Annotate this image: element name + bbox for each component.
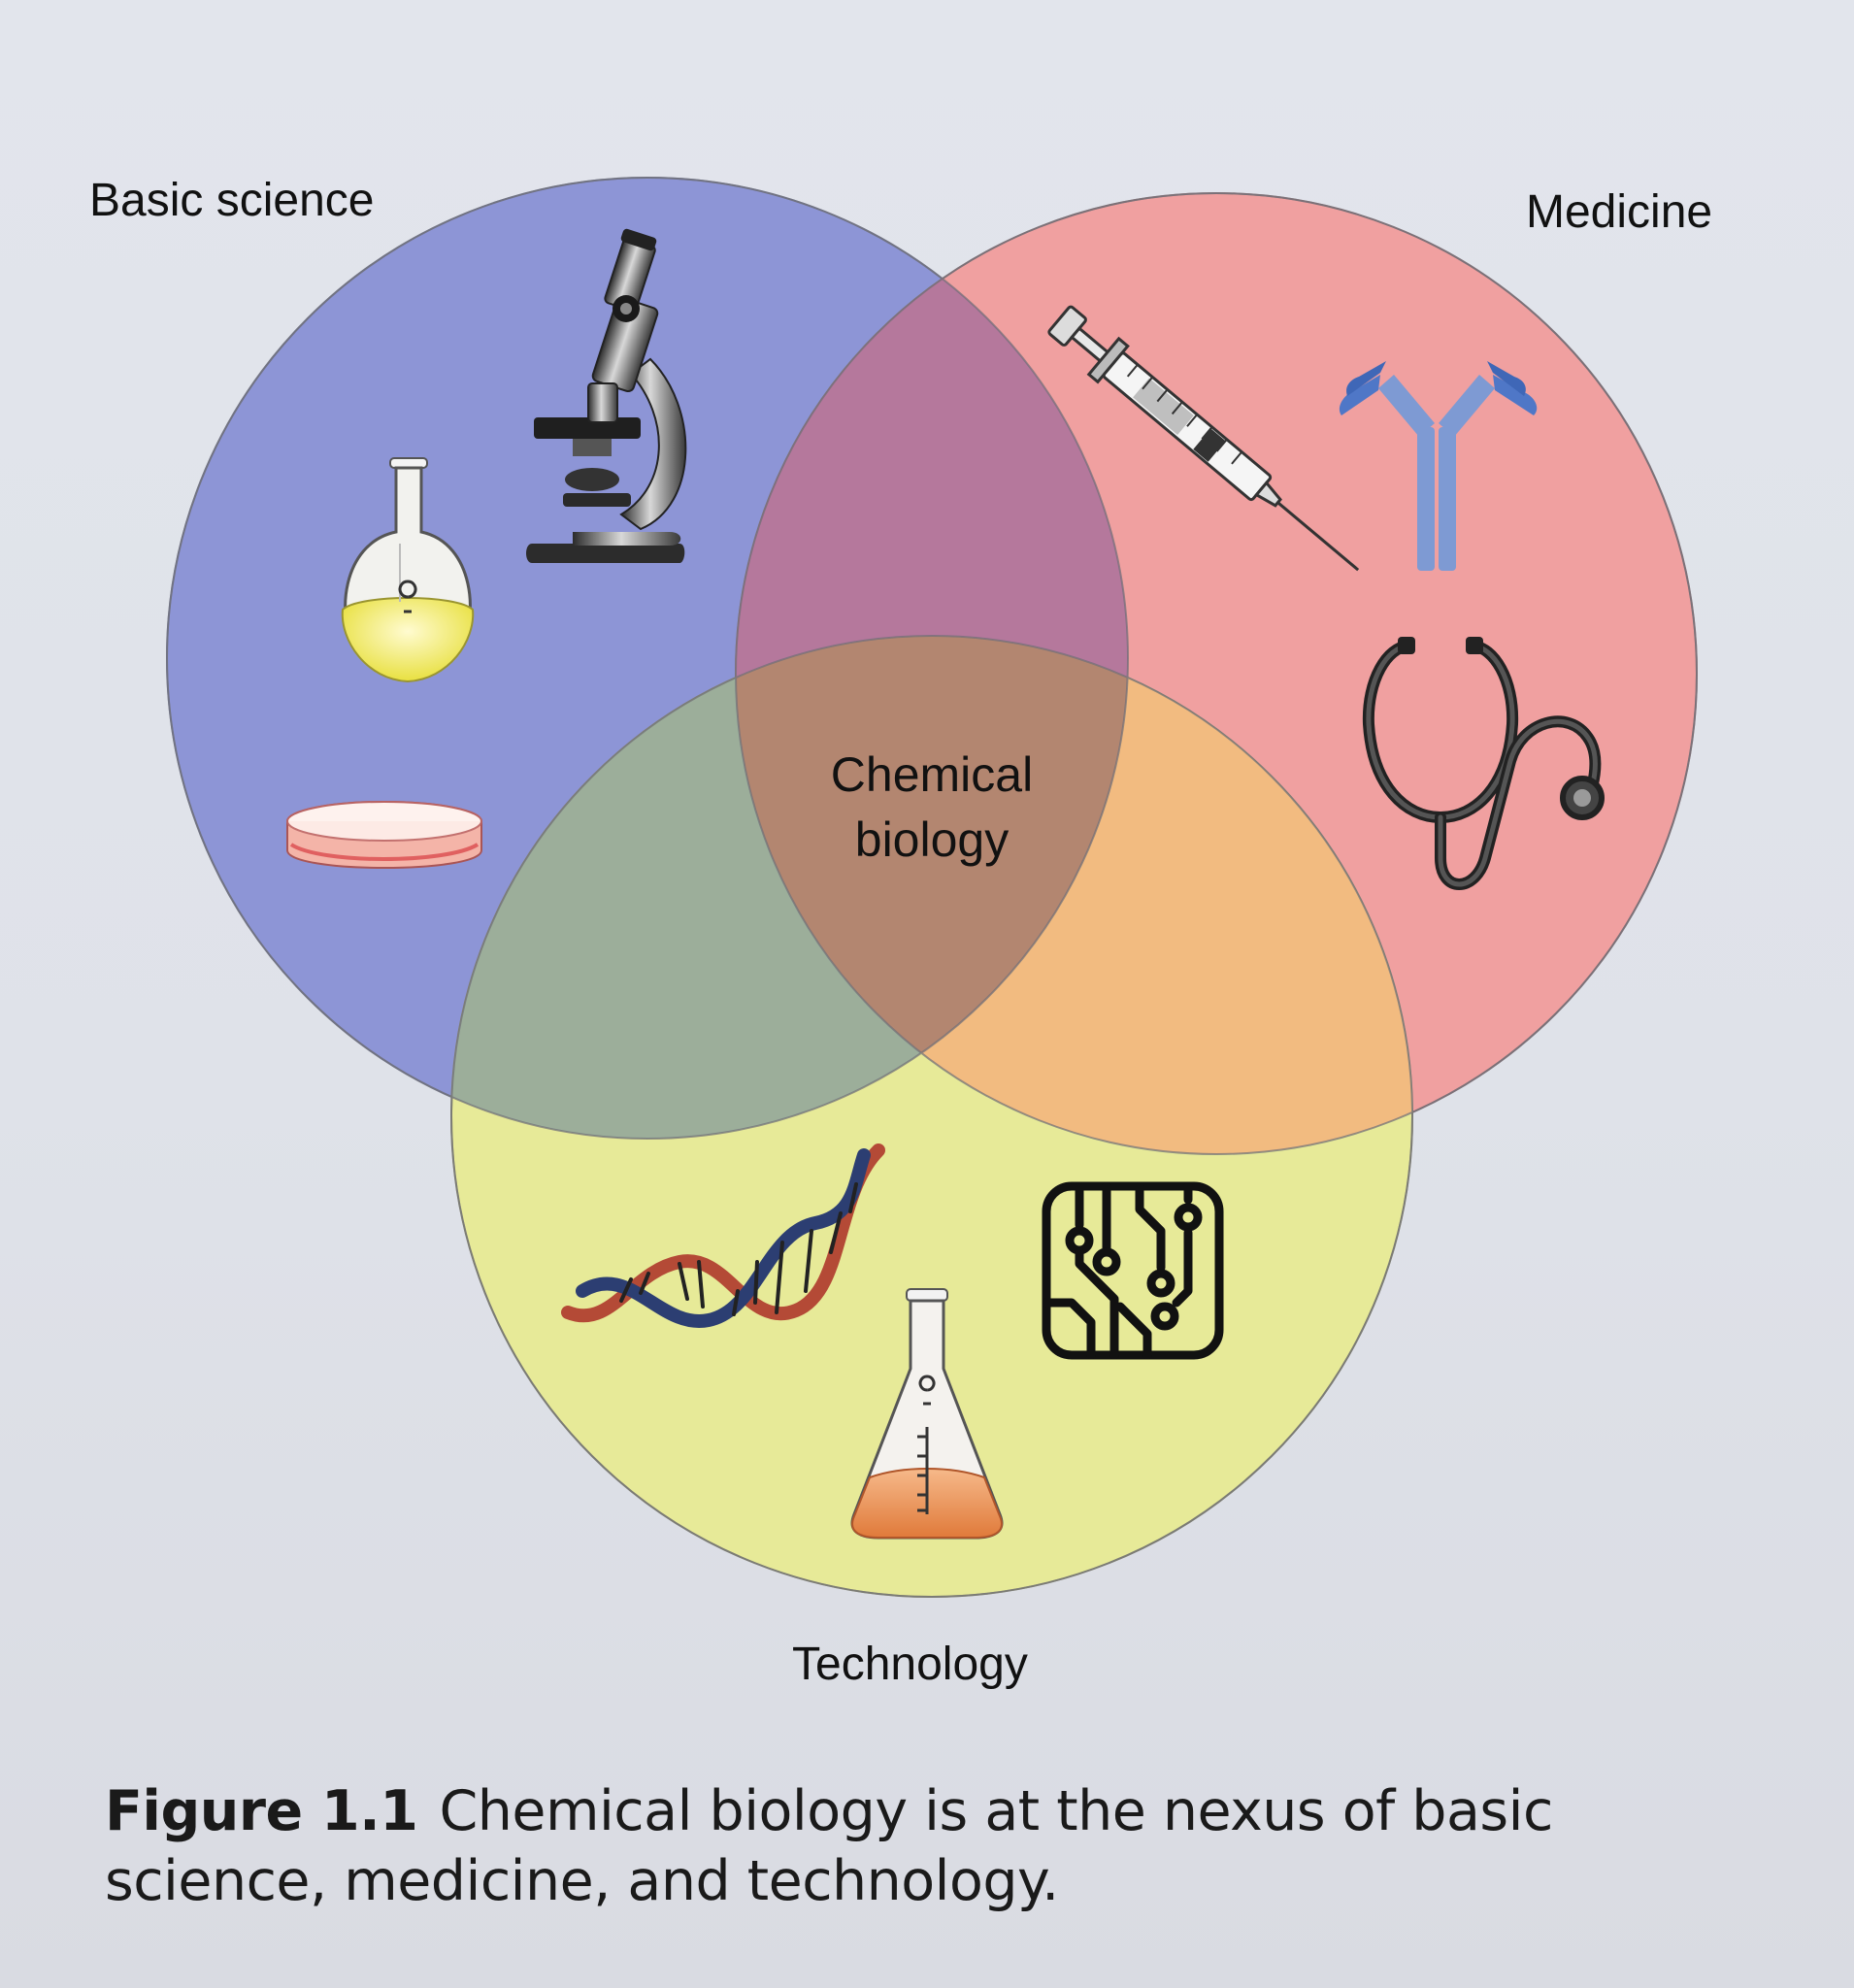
caption-text: Chemical biology is at the nexus of basi… bbox=[105, 1779, 1553, 1913]
petri-dish-icon bbox=[286, 801, 482, 869]
stethoscope-icon bbox=[1362, 637, 1605, 890]
label-technology: Technology bbox=[792, 1639, 1028, 1690]
erlenmeyer-flask-icon bbox=[850, 1288, 1004, 1540]
circuit-chip-icon bbox=[1042, 1181, 1224, 1360]
label-medicine: Medicine bbox=[1526, 186, 1712, 238]
microscope-icon bbox=[526, 228, 687, 563]
label-basic-science: Basic science bbox=[89, 175, 374, 226]
label-center-line2: biology bbox=[855, 812, 1009, 867]
round-bottom-flask-icon bbox=[341, 457, 475, 683]
dna-helix-icon bbox=[561, 1143, 885, 1328]
antibody-icon bbox=[1339, 361, 1538, 571]
label-center-line1: Chemical bbox=[831, 747, 1033, 802]
figure-label: Figure 1.1 bbox=[105, 1779, 418, 1843]
syringe-icon bbox=[1047, 305, 1360, 572]
